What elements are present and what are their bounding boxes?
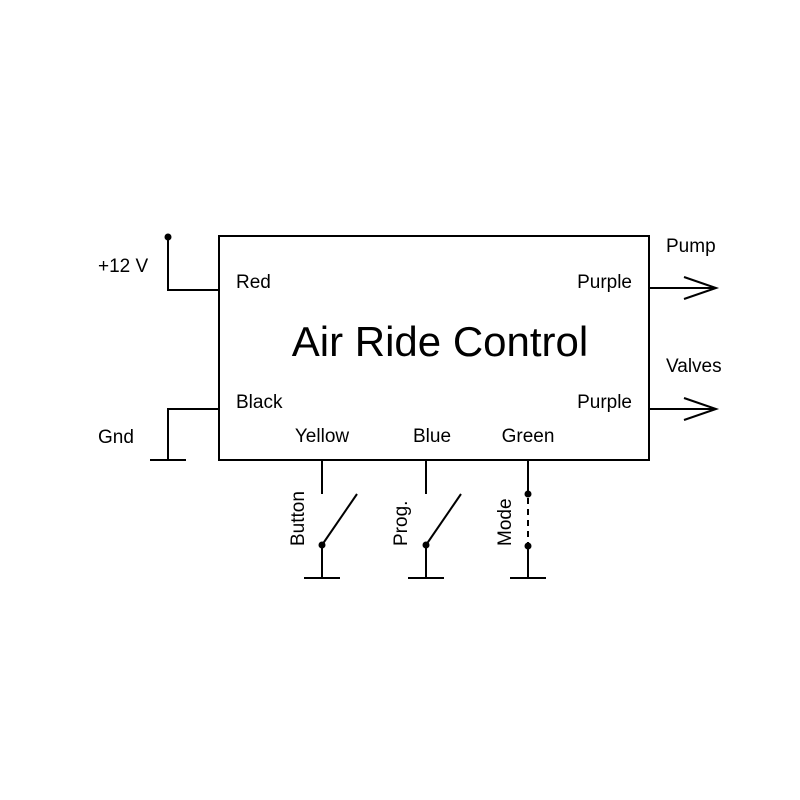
prog-switch-label: Prog. <box>391 501 412 546</box>
valves-arrow-icon <box>683 397 720 421</box>
pin-label-green: Green <box>502 426 555 447</box>
pin-label-purple-valves: Purple <box>577 392 632 413</box>
valves-output <box>649 397 720 421</box>
pin-label-black: Black <box>236 392 283 413</box>
supply-connection <box>164 233 219 291</box>
pin-label-red: Red <box>236 272 271 293</box>
control-box <box>218 235 650 461</box>
control-box-title: Air Ride Control <box>292 318 588 365</box>
mode-jumper-label: Mode <box>495 498 516 546</box>
ground-label: Gnd <box>98 427 134 448</box>
ground-connection <box>150 408 219 461</box>
mode-jumper <box>510 460 546 579</box>
pump-output <box>649 276 720 300</box>
pin-label-purple-pump: Purple <box>577 272 632 293</box>
prog-switch-lever <box>425 493 462 546</box>
supply-wire <box>167 237 219 291</box>
button-switch-lever <box>321 493 358 546</box>
pin-label-yellow: Yellow <box>295 426 350 447</box>
button-switch <box>304 460 358 579</box>
supply-label: +12 V <box>98 256 149 277</box>
ground-wire <box>167 408 219 460</box>
button-switch-label: Button <box>288 491 309 546</box>
mode-jumper-top-dot <box>524 490 532 498</box>
valves-label: Valves <box>666 356 722 377</box>
pin-label-blue: Blue <box>413 426 451 447</box>
pump-arrow-icon <box>683 276 720 300</box>
prog-switch <box>408 460 462 579</box>
pump-label: Pump <box>666 236 716 257</box>
